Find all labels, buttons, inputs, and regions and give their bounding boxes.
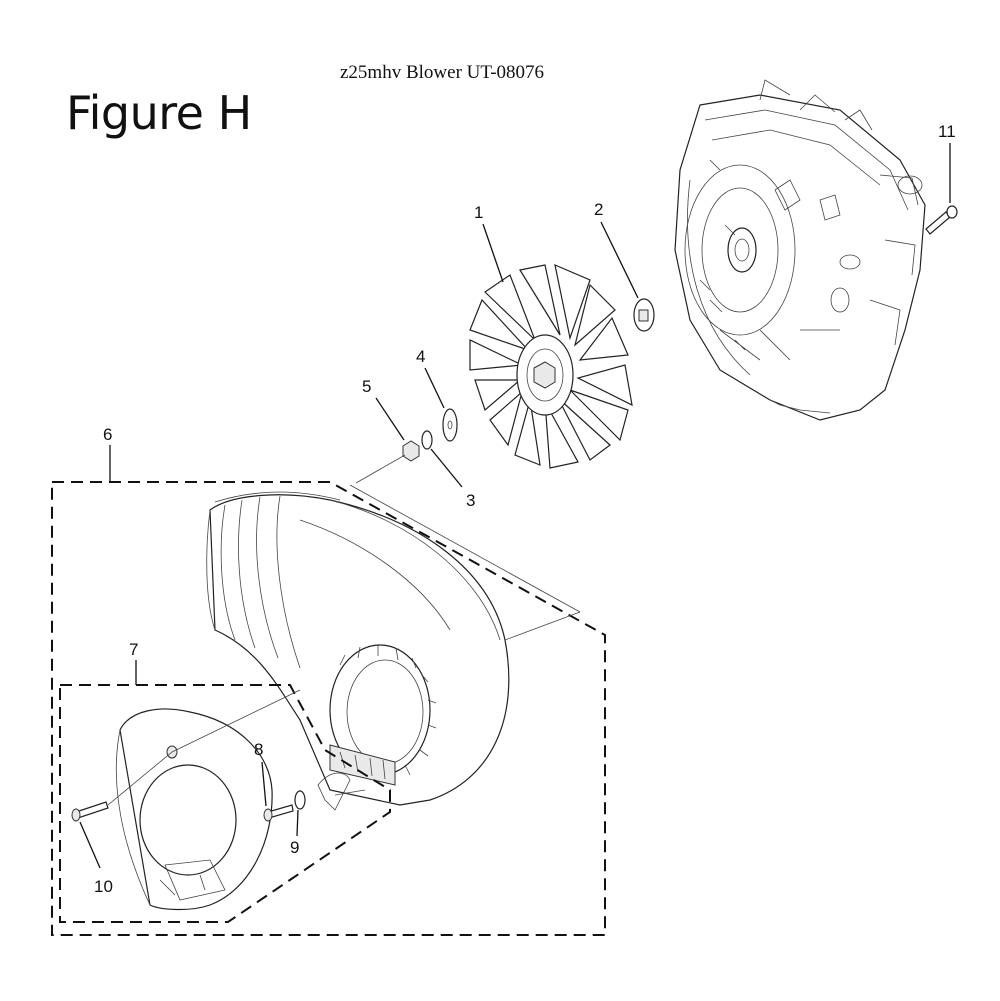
figure-caption: z25mhv Blower UT-08076: [340, 62, 545, 83]
part-2-washer: [600, 221, 655, 332]
callout-11: 11: [938, 122, 956, 141]
part-5-nut: [375, 397, 420, 462]
part-4-washer: [424, 367, 458, 442]
callout-3: 3: [466, 491, 475, 510]
part-7-cover: [59, 660, 391, 923]
callout-7: 7: [129, 640, 138, 659]
part-3-lock-washer: [421, 430, 463, 488]
callout-10: 10: [94, 877, 113, 896]
callout-4: 4: [416, 347, 425, 366]
callout-5: 5: [362, 377, 371, 396]
figure-title: Figure H: [66, 86, 252, 140]
part-11-screw: [925, 143, 958, 235]
part-1-fan: [469, 223, 633, 469]
callout-2: 2: [594, 200, 603, 219]
callout-8: 8: [254, 740, 263, 759]
callout-labels: 1 2 3 4 5 6 7 8 9 10 11: [94, 122, 956, 896]
part-10-screw: [71, 751, 173, 869]
part-9-washer: [294, 772, 366, 837]
part-8-screw: [261, 761, 294, 822]
engine-housing: [674, 79, 926, 421]
callout-9: 9: [290, 838, 299, 857]
part-6-blower-housing: [51, 445, 606, 936]
callout-6: 6: [103, 425, 112, 444]
callout-1: 1: [474, 203, 483, 222]
